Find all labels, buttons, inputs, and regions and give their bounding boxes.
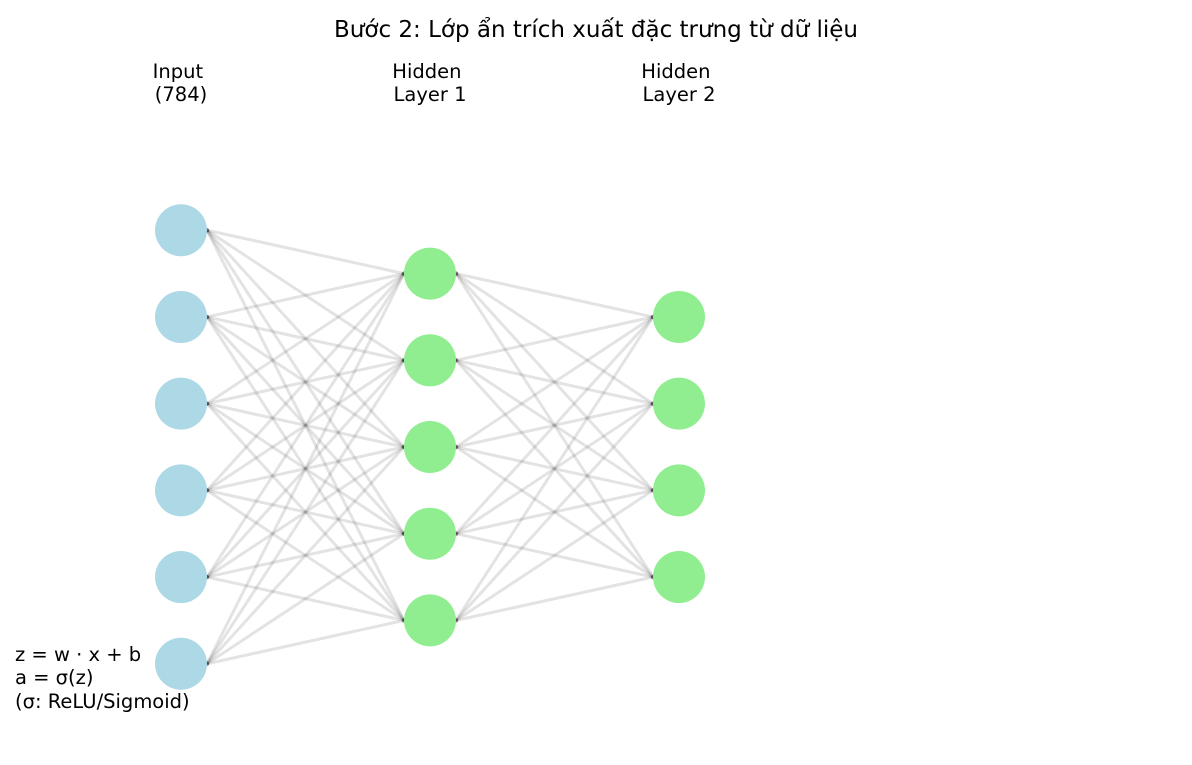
connection-input-4-to-hidden-1-4 xyxy=(206,488,405,536)
connection-input-3-to-hidden-1-4 xyxy=(206,402,405,535)
connection-input-5-to-hidden-1-5 xyxy=(206,575,405,622)
layer-label-input: Input (784) xyxy=(153,60,210,106)
layer-label-hidden-2: Hidden Layer 2 xyxy=(641,60,716,106)
layer-label-hidden-1-line-1: Hidden xyxy=(392,60,461,83)
connection-input-2-to-hidden-1-1 xyxy=(206,272,405,319)
layer-label-hidden-1-line-2: Layer 1 xyxy=(394,83,467,106)
neuron-hidden-1-1 xyxy=(404,247,456,300)
neuron-input-4 xyxy=(155,464,207,517)
formula-line-2: a = σ(z) xyxy=(15,666,94,689)
connection-input-3-to-hidden-1-3 xyxy=(206,402,405,449)
connection-input-6-to-hidden-1-3 xyxy=(205,445,406,665)
neuron-hidden-1-2 xyxy=(404,334,456,387)
connection-input-3-to-hidden-1-1 xyxy=(206,272,405,405)
layer-label-input-line-2: (784) xyxy=(155,83,207,106)
connection-hidden-1-4-to-hidden-2-1 xyxy=(454,315,655,535)
connection-input-5-to-hidden-1-3 xyxy=(206,445,405,579)
neuron-input-5 xyxy=(155,551,207,604)
connection-input-5-to-hidden-1-1 xyxy=(205,272,406,578)
connection-hidden-1-4-to-hidden-2-3 xyxy=(455,488,654,536)
connection-edges xyxy=(205,228,655,666)
neuron-input-3 xyxy=(155,377,207,430)
connection-hidden-1-3-to-hidden-2-3 xyxy=(455,445,654,492)
connection-input-5-to-hidden-1-2 xyxy=(205,359,406,579)
layer-label-hidden-1: Hidden Layer 1 xyxy=(392,60,467,106)
neuron-hidden-2-4 xyxy=(653,551,705,604)
connection-input-2-to-hidden-1-4 xyxy=(205,315,406,535)
connection-input-3-to-hidden-1-5 xyxy=(205,402,406,622)
connection-input-4-to-hidden-1-1 xyxy=(205,272,406,492)
connection-hidden-1-1-to-hidden-2-2 xyxy=(455,272,654,405)
neuron-input-6 xyxy=(155,637,207,690)
connection-hidden-1-3-to-hidden-2-1 xyxy=(455,315,654,449)
formula-line-3: (σ: ReLU/Sigmoid) xyxy=(15,690,190,713)
connection-input-3-to-hidden-1-2 xyxy=(206,358,405,406)
neuron-hidden-1-5 xyxy=(404,594,456,647)
connection-input-4-to-hidden-1-5 xyxy=(206,489,405,622)
connection-input-1-to-hidden-1-2 xyxy=(206,228,405,362)
connection-input-4-to-hidden-1-2 xyxy=(206,359,405,492)
diagram-title: Bước 2: Lớp ẩn trích xuất đặc trưng từ d… xyxy=(334,17,858,43)
connection-hidden-1-3-to-hidden-2-2 xyxy=(455,402,654,449)
connection-input-5-to-hidden-1-4 xyxy=(206,532,405,579)
connection-hidden-1-4-to-hidden-2-2 xyxy=(455,402,654,535)
connection-hidden-1-5-to-hidden-2-1 xyxy=(454,316,655,622)
connection-input-2-to-hidden-1-5 xyxy=(205,316,406,622)
neuron-hidden-1-3 xyxy=(404,421,456,473)
activation-formula: z = w · x + b a = σ(z) (σ: ReLU/Sigmoid) xyxy=(15,643,190,713)
connection-input-6-to-hidden-1-4 xyxy=(206,532,405,666)
formula-line-1: z = w · x + b xyxy=(15,643,141,666)
connection-input-1-to-hidden-1-5 xyxy=(205,229,406,622)
neuron-input-2 xyxy=(155,290,207,343)
connection-input-2-to-hidden-1-3 xyxy=(206,315,405,449)
neuron-input-1 xyxy=(155,204,207,257)
connection-input-2-to-hidden-1-2 xyxy=(206,315,405,362)
layer-label-input-line-1: Input xyxy=(153,60,204,83)
connection-hidden-1-5-to-hidden-2-3 xyxy=(455,489,654,622)
connection-hidden-1-4-to-hidden-2-4 xyxy=(455,532,654,579)
layer-labels: Input (784) Hidden Layer 1 Hidden Layer … xyxy=(153,60,716,106)
connection-hidden-1-1-to-hidden-2-4 xyxy=(454,272,655,578)
connection-hidden-1-5-to-hidden-2-2 xyxy=(454,402,655,622)
connection-hidden-1-5-to-hidden-2-4 xyxy=(455,575,654,622)
connection-hidden-1-2-to-hidden-2-4 xyxy=(454,359,655,579)
layer-label-hidden-2-line-1: Hidden xyxy=(641,60,710,83)
connection-input-6-to-hidden-1-2 xyxy=(205,359,406,665)
connection-input-4-to-hidden-1-3 xyxy=(206,445,405,492)
layer-label-hidden-2-line-2: Layer 2 xyxy=(643,83,716,106)
neuron-hidden-2-1 xyxy=(653,290,705,343)
connection-input-6-to-hidden-1-5 xyxy=(206,618,405,666)
connection-hidden-1-1-to-hidden-2-1 xyxy=(455,272,654,319)
connection-input-1-to-hidden-1-1 xyxy=(206,228,405,276)
neuron-hidden-2-3 xyxy=(653,464,705,517)
connection-input-1-to-hidden-1-3 xyxy=(205,229,406,449)
connection-hidden-1-3-to-hidden-2-4 xyxy=(455,445,654,579)
neuron-nodes xyxy=(155,204,705,690)
neuron-hidden-1-4 xyxy=(404,507,456,560)
connection-hidden-1-2-to-hidden-2-2 xyxy=(455,358,654,406)
connection-hidden-1-2-to-hidden-2-1 xyxy=(455,315,654,362)
connection-hidden-1-1-to-hidden-2-3 xyxy=(454,272,655,492)
connection-input-1-to-hidden-1-4 xyxy=(205,229,406,535)
connection-hidden-1-2-to-hidden-2-3 xyxy=(455,359,654,492)
neuron-hidden-2-2 xyxy=(653,377,705,430)
connection-input-6-to-hidden-1-1 xyxy=(205,272,406,665)
